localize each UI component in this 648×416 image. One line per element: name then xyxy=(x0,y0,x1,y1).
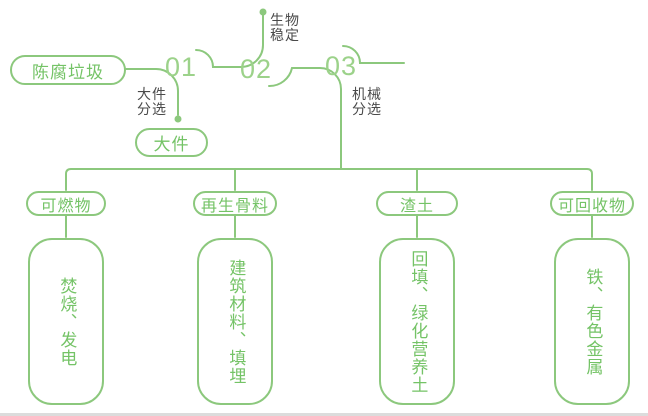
branch-bar xyxy=(65,168,593,191)
line-source-to-bulky-branch xyxy=(125,68,179,116)
label-bio-stabilization: 生物 稳定 xyxy=(270,12,300,43)
node-category-recycled-aggregate: 再生骨料 xyxy=(193,191,277,216)
step-number-03: 03 xyxy=(324,51,358,81)
detail-text: 铁、有色金属 xyxy=(583,267,603,376)
label-mechanical-sorting: 机械 分选 xyxy=(352,86,382,117)
line-step03-tail xyxy=(342,45,405,64)
node-category-recyclables: 可回收物 xyxy=(550,191,634,216)
bottom-divider-line xyxy=(0,413,648,416)
detail-box-recycled-aggregate: 建筑材料、填埋 xyxy=(197,238,273,405)
detail-text: 回填、绿化营养土 xyxy=(408,249,428,394)
label-bulky-sorting: 大件 分选 xyxy=(137,86,167,117)
step-number-02: 02 xyxy=(239,54,273,84)
node-category-slag-soil: 渣土 xyxy=(376,191,458,216)
step-number-01: 01 xyxy=(164,52,198,82)
detail-box-slag-soil: 回填、绿化营养土 xyxy=(379,238,455,405)
detail-text: 焚烧、发电 xyxy=(57,276,77,367)
bulky-branch-endpoint-dot xyxy=(174,115,182,123)
detail-box-combustibles: 焚烧、发电 xyxy=(28,238,104,405)
detail-box-recyclables: 铁、有色金属 xyxy=(554,238,630,405)
node-source-waste: 陈腐垃圾 xyxy=(10,55,126,85)
line-step01-to-step02 xyxy=(195,14,264,68)
detail-text: 建筑材料、填埋 xyxy=(226,258,246,385)
line-step02-to-branch xyxy=(268,67,342,170)
node-bulky-item: 大件 xyxy=(135,128,208,157)
bio-label-endpoint-dot xyxy=(259,8,267,16)
node-category-combustibles: 可燃物 xyxy=(26,191,106,216)
